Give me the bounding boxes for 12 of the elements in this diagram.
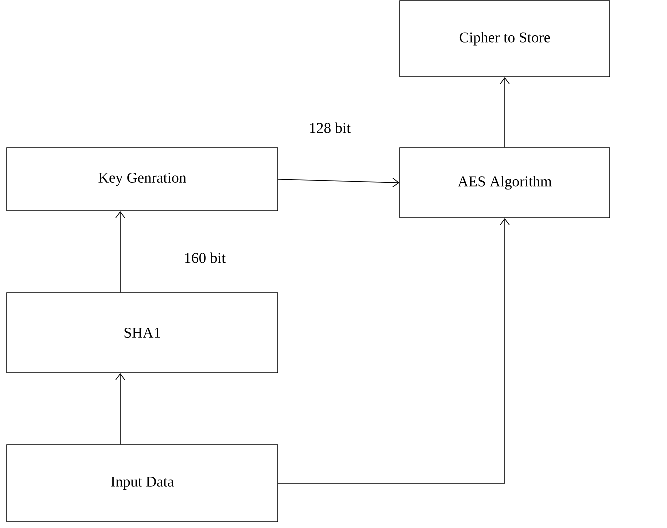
arrow (500, 77, 510, 148)
edge-label: 160 bit (185, 252, 226, 264)
process-box: Key Genration (6, 148, 278, 212)
process-box: SHA1 (6, 292, 278, 374)
process-box: Input Data (6, 444, 278, 522)
arrow (116, 211, 126, 293)
process-box: Cipher to Store (400, 0, 610, 78)
arrow (278, 218, 510, 484)
arrow (116, 373, 126, 445)
edge-label: 128 bit (310, 122, 351, 134)
arrow (278, 178, 400, 188)
process-box: AES Algorithm (400, 148, 610, 218)
